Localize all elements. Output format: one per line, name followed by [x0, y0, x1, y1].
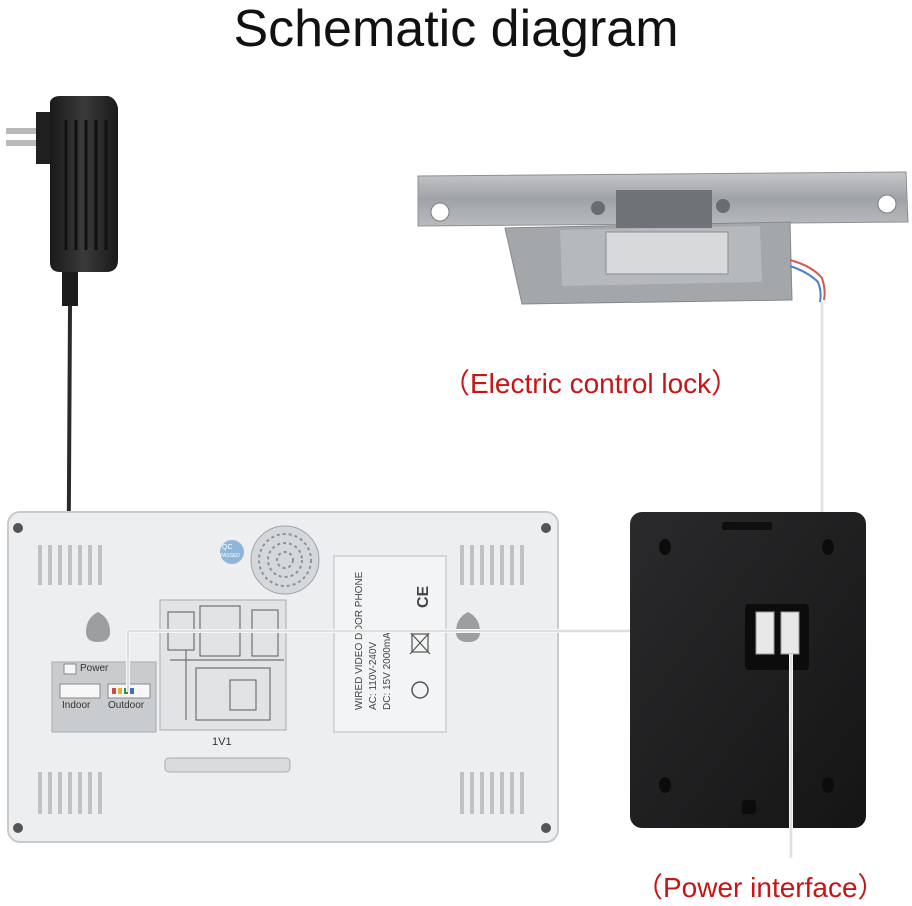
- electric-strike-lock: [417, 171, 909, 305]
- panel-connector-right: [780, 611, 800, 655]
- monitor-screw: [13, 523, 23, 533]
- weee-icon: [409, 631, 431, 655]
- power-adapter: [6, 96, 118, 661]
- mounting-hole-right: [877, 194, 897, 214]
- port-label-indoor: Indoor: [62, 700, 91, 711]
- lock-wire-blue: [789, 265, 822, 303]
- lock-wire-red: [789, 259, 826, 301]
- panel-connector-left: [755, 611, 775, 655]
- indoor-monitor: WIRED VIDEO DOOR PHONE AC: 110V-240V DC:…: [7, 511, 559, 843]
- spec-plate: [333, 555, 447, 733]
- hanger-hole-right: [456, 612, 480, 642]
- outdoor-panel: [630, 512, 866, 828]
- adapter-body: [50, 96, 118, 272]
- strike-keeper: [605, 231, 729, 275]
- hanger-hole-left: [86, 612, 110, 642]
- board-label: 1V1: [212, 736, 232, 748]
- cable-strain-relief: [62, 272, 78, 306]
- callout-power-interface: （Power interface）: [635, 872, 886, 903]
- strike-latch-slot: [616, 190, 712, 228]
- callout-electric-control-lock: （Electric control lock）: [442, 368, 740, 399]
- screw-right: [716, 199, 730, 213]
- monitor-screw: [541, 523, 551, 533]
- plug-prong-top: [6, 128, 48, 134]
- port-label-power: Power: [80, 663, 109, 674]
- page-title: Schematic diagram: [233, 0, 679, 58]
- plug-prong-bottom: [6, 140, 48, 146]
- panel-slot: [722, 522, 772, 530]
- spec-line3: DC: 15V 2000mA: [382, 632, 393, 710]
- monitor-screw: [541, 823, 551, 833]
- indoor-port: [59, 683, 101, 699]
- mounting-hole-left: [430, 202, 450, 222]
- spec-line2: AC: 110V-240V: [368, 641, 379, 710]
- power-port: [63, 663, 77, 675]
- qc-sticker: [220, 540, 244, 564]
- screw-left: [591, 201, 605, 215]
- monitor-to-panel-wire-edge: [127, 630, 762, 692]
- recycle-icon: [411, 681, 429, 699]
- panel-body: [630, 512, 866, 828]
- qc-label-bottom: PASSED: [220, 553, 240, 559]
- speaker-grille: [250, 525, 320, 595]
- slot: [164, 757, 291, 773]
- spec-line1: WIRED VIDEO DOOR PHONE: [354, 571, 365, 710]
- monitor-screw: [13, 823, 23, 833]
- port-label-outdoor: Outdoor: [108, 700, 145, 711]
- qc-label-top: QC: [222, 544, 233, 551]
- ce-mark: CE: [415, 585, 432, 608]
- pcb-outline: [159, 599, 287, 731]
